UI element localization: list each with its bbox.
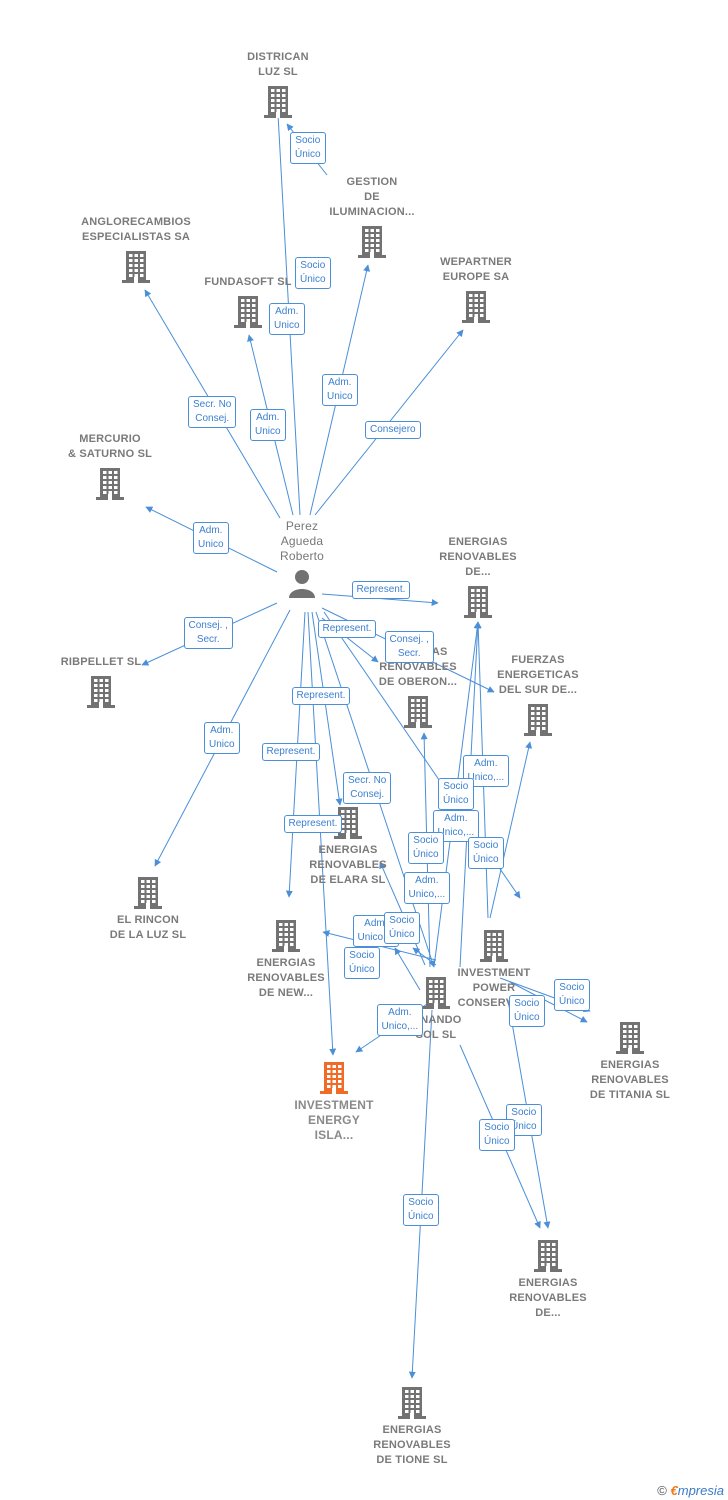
building-icon: [462, 291, 490, 323]
building-icon: [524, 704, 552, 736]
building-icon: [404, 696, 432, 728]
relation-label[interactable]: Adm. Unico,...: [403, 872, 451, 904]
relation-label[interactable]: Adm. Unico: [204, 722, 240, 754]
relation-label[interactable]: Socio Único: [403, 1194, 439, 1226]
building-icon: [464, 586, 492, 618]
relation-edge: [311, 611, 343, 806]
company-label: ENERGIAS RENOVABLES DE ELARA SL: [309, 844, 387, 886]
person-label: Perez Agueda Roberto: [279, 519, 325, 563]
company-label: MERCURIO & SATURNO SL: [67, 433, 153, 460]
building-icon: [234, 296, 262, 328]
company-node[interactable]: ENERGIAS RENOVABLES DE TITANIA SL: [560, 1020, 700, 1103]
company-node[interactable]: RIBPELLET SL: [31, 655, 171, 708]
company-node[interactable]: WEPARTNER EUROPE SA: [406, 255, 546, 323]
relation-label[interactable]: Consejero: [365, 421, 421, 439]
company-node[interactable]: FUNDASOFT SL: [178, 275, 318, 328]
building-icon: [264, 86, 292, 118]
building-icon: [534, 1240, 562, 1272]
relation-label[interactable]: Socio Único: [290, 132, 326, 164]
company-label: RIBPELLET SL: [60, 656, 142, 668]
person-icon: [289, 570, 315, 598]
relation-label[interactable]: Socio Único: [509, 995, 545, 1027]
building-icon: [134, 877, 162, 909]
relation-edge: [412, 947, 437, 966]
company-node[interactable]: ENERGIAS RENOVABLES DE NEW...: [216, 918, 356, 1001]
building-icon: [422, 977, 450, 1009]
company-label: EL RINCON DE LA LUZ SL: [109, 914, 187, 941]
company-node[interactable]: ENERGIAS RENOVABLES DE TIONE SL: [342, 1385, 482, 1468]
relation-label[interactable]: Adm. Unico: [250, 409, 286, 441]
relation-label[interactable]: Socio Único: [344, 947, 380, 979]
company-label: ENERGIAS RENOVABLES DE...: [509, 1277, 587, 1319]
building-icon: [272, 920, 300, 952]
company-node[interactable]: ENERGIAS RENOVABLES DE...: [408, 535, 548, 618]
company-label: ENERGIAS RENOVABLES DE...: [439, 536, 517, 578]
building-icon: [320, 1062, 348, 1094]
company-label: FUNDASOFT SL: [204, 276, 292, 288]
company-label: DISTRICAN LUZ SL: [247, 51, 309, 78]
relation-label[interactable]: Adm. Unico: [322, 374, 358, 406]
building-icon: [616, 1022, 644, 1054]
relation-label[interactable]: Represent.: [317, 620, 377, 638]
company-label: FUERZAS ENERGETICAS DEL SUR DE...: [497, 654, 579, 696]
relation-label[interactable]: Represent.: [291, 687, 351, 705]
company-node[interactable]: ENERGIAS RENOVABLES DE...: [478, 1238, 618, 1321]
relation-label[interactable]: Socio Único: [295, 257, 331, 289]
building-icon: [480, 930, 508, 962]
building-icon: [87, 676, 115, 708]
building-icon: [96, 468, 124, 500]
copyright-icon: ©: [657, 1483, 667, 1498]
relation-label[interactable]: Adm. Unico,...: [376, 1004, 424, 1036]
brand-e-icon: €: [670, 1483, 678, 1498]
building-icon: [398, 1387, 426, 1419]
relation-edge: [509, 981, 588, 1023]
relation-label[interactable]: Represent.: [351, 581, 411, 599]
relation-label[interactable]: Consej. , Secr.: [183, 617, 233, 649]
relation-edge: [307, 611, 337, 1056]
company-node[interactable]: MERCURIO & SATURNO SL: [40, 432, 180, 500]
building-icon: [358, 226, 386, 258]
relation-edge: [394, 947, 421, 991]
relation-label[interactable]: Adm. Unico: [193, 522, 229, 554]
relation-label[interactable]: Represent.: [283, 815, 343, 833]
company-label: ENERGIAS RENOVABLES DE TIONE SL: [373, 1424, 451, 1466]
relation-label[interactable]: Socio Único: [468, 837, 504, 869]
company-node[interactable]: EL RINCON DE LA LUZ SL: [78, 875, 218, 943]
relation-label[interactable]: Consej. , Secr.: [384, 631, 434, 663]
relation-label[interactable]: Socio Único: [554, 979, 590, 1011]
relation-label[interactable]: Adm. Unico: [269, 303, 305, 335]
footer-brand[interactable]: © €mpresia: [657, 1483, 724, 1498]
relation-label[interactable]: Represent.: [261, 743, 321, 761]
relation-label[interactable]: Secr. No Consej.: [188, 396, 237, 428]
relation-label[interactable]: Socio Único: [408, 832, 444, 864]
company-label: ENERGIAS RENOVABLES DE NEW...: [247, 957, 325, 999]
company-label: WEPARTNER EUROPE SA: [440, 256, 512, 283]
company-label: ...NANDO SOL SL: [410, 1014, 462, 1041]
company-label: ANGLORECAMBIOS ESPECIALISTAS SA: [81, 216, 191, 243]
company-node[interactable]: GESTION DE ILUMINACION...: [302, 175, 442, 258]
company-node[interactable]: FUERZAS ENERGETICAS DEL SUR DE...: [468, 653, 608, 736]
brand-text: mpresia: [677, 1483, 724, 1498]
company-node[interactable]: DISTRICAN LUZ SL: [208, 50, 348, 118]
relation-edge: [489, 741, 533, 919]
company-label: ENERGIAS RENOVABLES DE TITANIA SL: [589, 1059, 671, 1101]
building-icon: [122, 251, 150, 283]
company-label: GESTION DE ILUMINACION...: [329, 176, 415, 218]
company-node[interactable]: ...NANDO SOL SL: [366, 975, 506, 1043]
relation-label[interactable]: Secr. No Consej.: [343, 772, 392, 804]
person-node[interactable]: Perez Agueda Roberto: [262, 519, 342, 603]
company-node[interactable]: ANGLORECAMBIOS ESPECIALISTAS SA: [66, 215, 206, 283]
relation-label[interactable]: Socio Único: [438, 778, 474, 810]
relation-label[interactable]: Socio Único: [384, 912, 420, 944]
company-label: INVESTMENT ENERGY ISLA...: [294, 1098, 374, 1142]
relation-label[interactable]: Socio Único: [479, 1119, 515, 1151]
company-node[interactable]: ENERGIAS RENOVABLES DE OBERON...: [348, 645, 488, 728]
target-company-node[interactable]: INVESTMENT ENERGY ISLA...: [264, 1060, 404, 1143]
